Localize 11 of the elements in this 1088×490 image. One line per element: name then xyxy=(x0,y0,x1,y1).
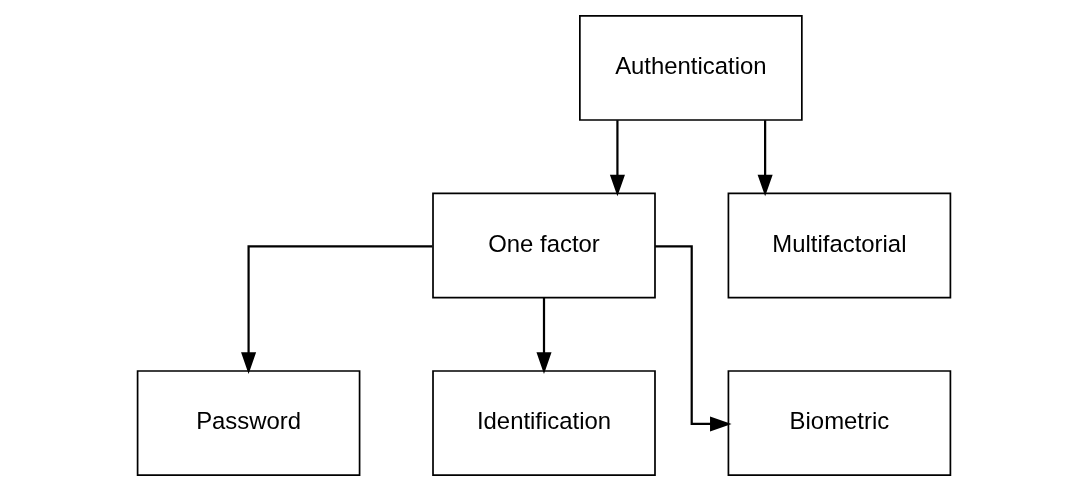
arrow xyxy=(655,244,732,431)
arrow xyxy=(536,297,552,374)
node-box: Authentication xyxy=(579,14,803,121)
node-box: Biometric xyxy=(727,369,952,476)
arrow xyxy=(757,119,773,196)
node-box: Multifactorial xyxy=(727,192,952,298)
node-box: Identification xyxy=(432,369,656,476)
arrow xyxy=(609,119,625,196)
node-box: Password xyxy=(136,369,361,476)
arrow xyxy=(241,244,433,374)
node-box: One factor xyxy=(432,192,656,298)
